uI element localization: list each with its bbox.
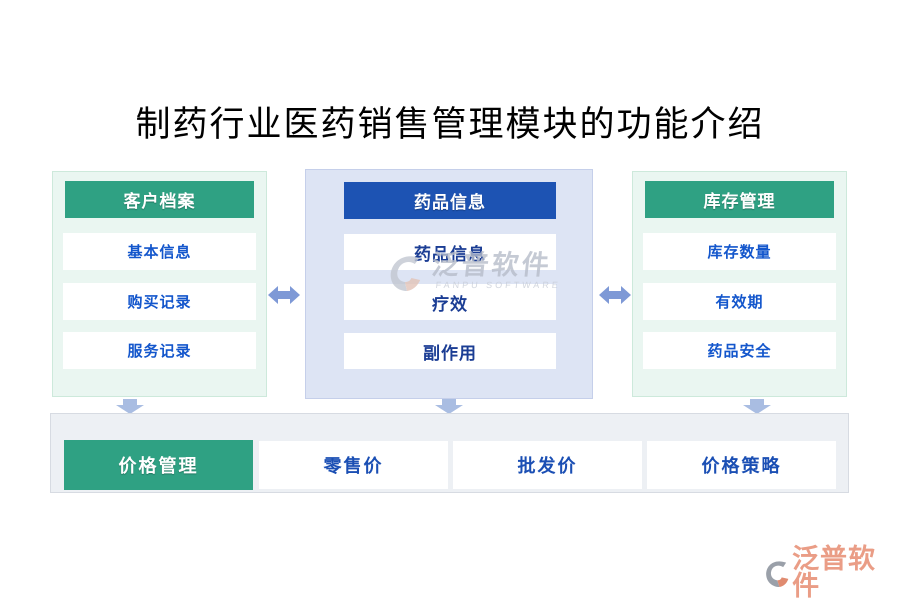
item-efficacy: 疗效 [344,284,556,320]
item-service-record: 服务记录 [63,332,256,369]
panel-header-inventory: 库存管理 [645,181,834,218]
footer-logo-name: 泛普软件 [792,544,877,600]
double-arrow-icon [268,286,300,304]
item-purchase-record: 购买记录 [63,283,256,320]
panel-drug-info: 药品信息 药品信息 疗效 副作用 [305,169,593,399]
item-drug-safety: 药品安全 [643,332,836,369]
item-drug-info: 药品信息 [344,234,556,270]
item-retail-price: 零售价 [259,441,448,489]
down-arrow-icon [743,399,771,414]
item-stock-quantity: 库存数量 [643,233,836,270]
panel-header-drug-info: 药品信息 [344,182,556,219]
band-header-price-management: 价格管理 [64,440,253,490]
item-wholesale-price: 批发价 [453,441,642,489]
fanpu-swoosh-icon [766,561,789,588]
footer-logo: 泛普软件 www.fanpusoft.com [764,546,896,600]
double-arrow-icon [599,286,631,304]
item-basic-info: 基本信息 [63,233,256,270]
panel-header-customer-archive: 客户档案 [65,181,254,218]
page-title: 制药行业医药销售管理模块的功能介绍 [135,105,765,145]
panel-customer-archive: 客户档案 基本信息 购买记录 服务记录 [52,171,267,397]
panel-inventory-management: 库存管理 库存数量 有效期 药品安全 [632,171,847,397]
down-arrow-icon [116,399,144,414]
item-price-strategy: 价格策略 [647,441,836,489]
item-expiry-date: 有效期 [643,283,836,320]
price-management-band: 价格管理 零售价 批发价 价格策略 [50,413,849,493]
item-side-effects: 副作用 [344,333,556,369]
down-arrow-icon [435,399,463,414]
